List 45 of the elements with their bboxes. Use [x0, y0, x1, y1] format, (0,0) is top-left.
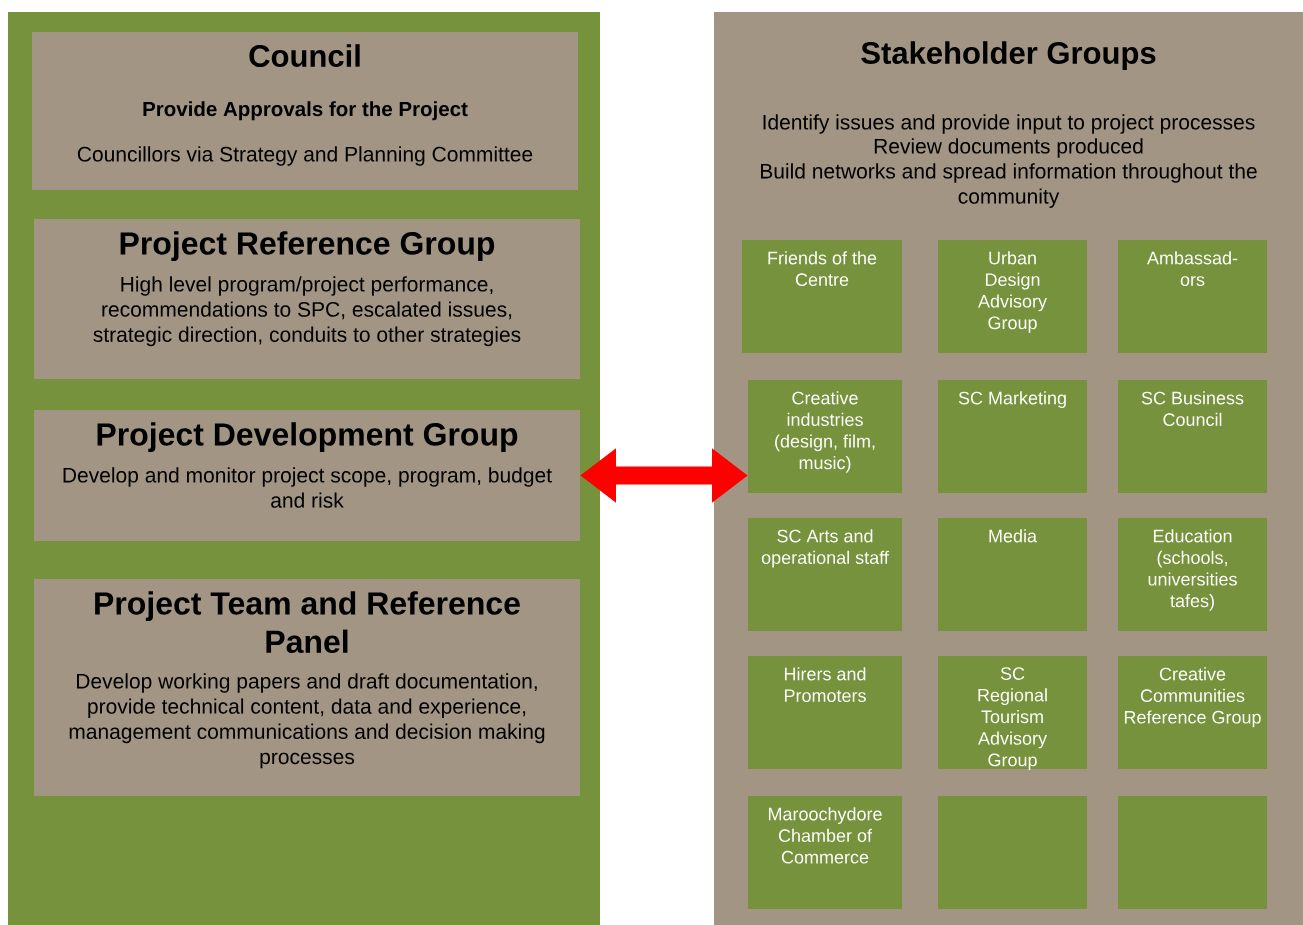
role-box — [32, 32, 578, 190]
description-text: Identify issues and provide input to project processes — [763, 114, 1255, 134]
group-label: Friends of the Centre — [768, 251, 877, 286]
stakeholder-box — [748, 796, 902, 909]
description-text: Councillors via Strategy and Planning Committee — [77, 146, 533, 166]
group-label: Media — [989, 529, 1037, 543]
role-box — [34, 579, 580, 796]
stakeholder-box — [938, 796, 1087, 909]
description-text: Review documents produced — [874, 138, 1143, 158]
group-label: Maroochydore Chamber of Commerce — [768, 807, 882, 864]
heading: Project Team and Reference Panel — [95, 591, 520, 654]
group-label: SC Regional Tourism Advisory Group — [978, 667, 1047, 770]
stakeholder-box — [938, 380, 1087, 493]
stakeholder-box — [938, 518, 1087, 631]
stakeholder-box — [742, 240, 902, 353]
group-label: SC Arts and operational staff — [761, 529, 889, 568]
group-label: Education (schools, universities tafes) — [1148, 529, 1237, 611]
role-box — [34, 219, 580, 379]
heading: Project Reference Group — [120, 231, 495, 261]
stakeholder-box — [1118, 380, 1267, 493]
group-label: Urban Design Advisory Group — [978, 251, 1047, 333]
stakeholder-box — [938, 656, 1087, 770]
stakeholder-box — [748, 656, 902, 769]
heading: Council — [249, 44, 360, 67]
group-label: Creative industries (design, film, music) — [775, 391, 875, 473]
description-text: Develop working papers and draft documentation, provide technical content, data and experience, management communications and decision making processes — [69, 673, 545, 769]
role-box — [34, 410, 580, 541]
group-label: Ambassad-ors — [1147, 251, 1238, 286]
group-label: SC Marketing — [958, 391, 1066, 408]
description-text: Build networks and spread information throughout the community — [761, 163, 1257, 208]
stakeholder-box — [1118, 518, 1267, 631]
stakeholder-box — [1118, 656, 1267, 769]
group-label: Hirers and Promoters — [784, 667, 866, 702]
stakeholder-box — [938, 240, 1087, 353]
heading: Stakeholder Groups — [861, 41, 1156, 71]
stakeholder-box — [1118, 240, 1267, 353]
heading: Project Development Group — [97, 422, 518, 452]
description-text: High level program/project performance, recommendations to SPC, escalated issues, strategic direction, conduits to other strategies — [93, 276, 521, 347]
group-label: Creative Communities Reference Group — [1124, 667, 1261, 728]
group-label: SC Business Council — [1141, 391, 1244, 426]
stakeholder-box — [1118, 796, 1267, 909]
description-text: Develop and monitor project scope, program, budget and risk — [63, 467, 552, 508]
subheading: Provide Approvals for the Project — [143, 101, 468, 121]
stakeholder-box — [748, 380, 902, 493]
stakeholder-box — [748, 518, 902, 631]
